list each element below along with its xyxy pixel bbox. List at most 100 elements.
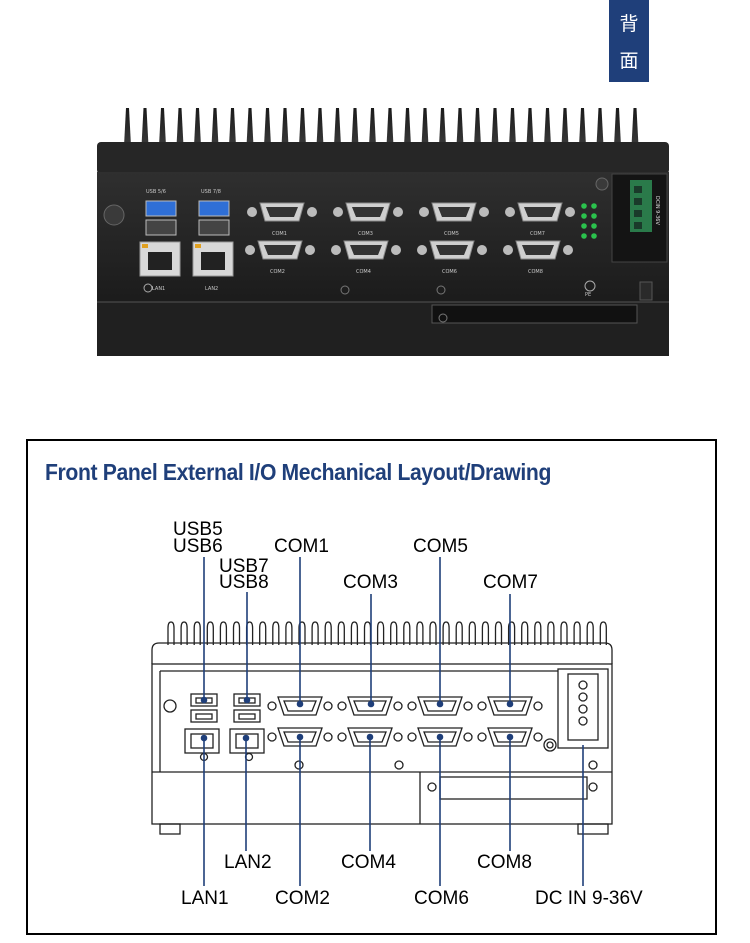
heatsink-fin [264, 108, 271, 146]
drawing-com1-screw-left [267, 701, 277, 711]
drawing-com6-port-inner [423, 731, 457, 743]
drawing-com2-screw-right [323, 732, 333, 742]
drawing-usb-5-6-bottom [190, 709, 218, 723]
drawing-com6-port [417, 727, 463, 747]
photo-label-com3: COM3 [358, 231, 373, 237]
drawing-com4-port [347, 727, 393, 747]
drawing-com3-screw-right [393, 701, 403, 711]
drawing-com7-screw-left [477, 701, 487, 711]
heatsink-fin [211, 108, 219, 146]
drawing-heatsink-fin [337, 621, 345, 645]
status-led [591, 213, 597, 219]
heatsink-fin [124, 108, 131, 146]
callout-com6: COM6 [414, 888, 469, 909]
com7-screw-right [565, 207, 575, 217]
com8-port-inner [522, 245, 554, 255]
drawing-com5-screw-right [463, 701, 473, 711]
heatsink-fin [439, 108, 446, 146]
lan-port-1-socket [148, 252, 172, 270]
drawing-com3-screw-left [337, 701, 347, 711]
callout-leader-lines [200, 557, 584, 886]
drawing-com7-port-inner [493, 700, 527, 712]
callout-dc-in: DC IN 9-36V [535, 888, 643, 909]
drawing-heatsink-fin [350, 621, 359, 645]
photo-label-com1: COM1 [272, 231, 287, 237]
com6-screw-left [417, 245, 427, 255]
callout-com7: COM7 [483, 572, 538, 593]
drawing-heatsink-fin [416, 621, 424, 645]
heatsink-fin [334, 108, 341, 146]
status-led [581, 213, 587, 219]
drawing-heatsink-fin [599, 621, 607, 645]
drawing-heatsink-fin [259, 621, 267, 645]
drawing-com2-port [277, 727, 323, 747]
drawing-heatsink-fin [311, 621, 319, 645]
photo-label-usb78: USB 7/8 [201, 189, 221, 195]
heatsink-fin [509, 108, 516, 146]
callout-usb6: USB6 [173, 536, 223, 557]
callout-lan2: LAN2 [224, 852, 272, 873]
photo-label-com8: COM8 [528, 269, 543, 275]
status-led [581, 203, 587, 209]
leader-usb7-8-dot [243, 696, 251, 704]
callout-com1: COM1 [274, 536, 329, 557]
drawing-heatsink-fin [560, 621, 568, 645]
drawing-com4-screw-right [393, 732, 403, 742]
product-photo: USB 5/6 USB 7/8 LAN1 LAN2 COM1 COM2 COM3… [0, 100, 750, 370]
photo-label-usb56: USB 5/6 [146, 189, 166, 195]
heatsink-fin [404, 108, 411, 146]
lan-port-1-led [142, 244, 148, 248]
heatsink-fin [456, 108, 464, 146]
leader-lan2-dot [242, 734, 250, 742]
drawing-com7-port [487, 696, 533, 716]
com4-screw-right [391, 245, 401, 255]
photo-label-com4: COM4 [356, 269, 371, 275]
drawing-heatsink-fin [468, 621, 476, 645]
heatsink-fin [159, 108, 166, 146]
drawing-heatsink-fin [586, 621, 594, 645]
heatsink-fin [421, 108, 429, 146]
heatsink-fin [281, 108, 289, 146]
product-photo-svg [97, 108, 669, 356]
photo-label-lan2: LAN2 [205, 286, 219, 292]
drawing-com3-port [347, 696, 393, 716]
usb-port-pair-7-8-top [198, 200, 230, 217]
heatsink-fin [176, 108, 184, 146]
callout-com4: COM4 [341, 852, 396, 873]
com5-port-inner [438, 207, 470, 217]
leader-usb5-6-dot [200, 696, 208, 704]
drawing-heatsink-fin [521, 621, 529, 645]
leader-com1-dot [296, 700, 304, 708]
status-led [591, 203, 597, 209]
com4-screw-left [331, 245, 341, 255]
heatsink-fin [299, 108, 306, 146]
drawing-usb-5-6-bottom-tongue [195, 713, 213, 720]
drawing-com1-port [277, 696, 323, 716]
drawing-heatsink-fin [363, 621, 372, 645]
drawing-com5-screw-left [407, 701, 417, 711]
drawing-com5-port [417, 696, 463, 716]
drawing-com2-port-inner [283, 731, 317, 743]
drawing-heatsink-fin [481, 621, 490, 645]
drawing-heatsink-fin [573, 621, 581, 645]
heatsink-fin [561, 108, 569, 146]
com1-screw-right [307, 207, 317, 217]
status-led [581, 223, 587, 229]
drawing-com6-screw-right [463, 732, 473, 742]
photo-label-com2: COM2 [270, 269, 285, 275]
drawing-heatsink-fin [376, 621, 385, 645]
callout-usb8: USB8 [219, 572, 269, 593]
drawing-com2-screw-left [267, 732, 277, 742]
drawing-com1-port-inner [283, 700, 317, 712]
com-ports [245, 202, 575, 260]
heatsink-fin [386, 108, 394, 146]
heatsink-fin [229, 108, 236, 146]
drawing-heatsink-fin [285, 621, 293, 645]
drawing-title: Front Panel External I/O Mechanical Layo… [45, 459, 552, 485]
drawing-com7-screw-right [533, 701, 543, 711]
drawing-heatsink-fin [429, 621, 437, 645]
drawing-lan-1-socket [190, 733, 214, 749]
callout-lan1: LAN1 [181, 888, 229, 909]
drawing-heatsink-fin [403, 621, 411, 645]
drawing-heatsink-fin [272, 621, 280, 645]
